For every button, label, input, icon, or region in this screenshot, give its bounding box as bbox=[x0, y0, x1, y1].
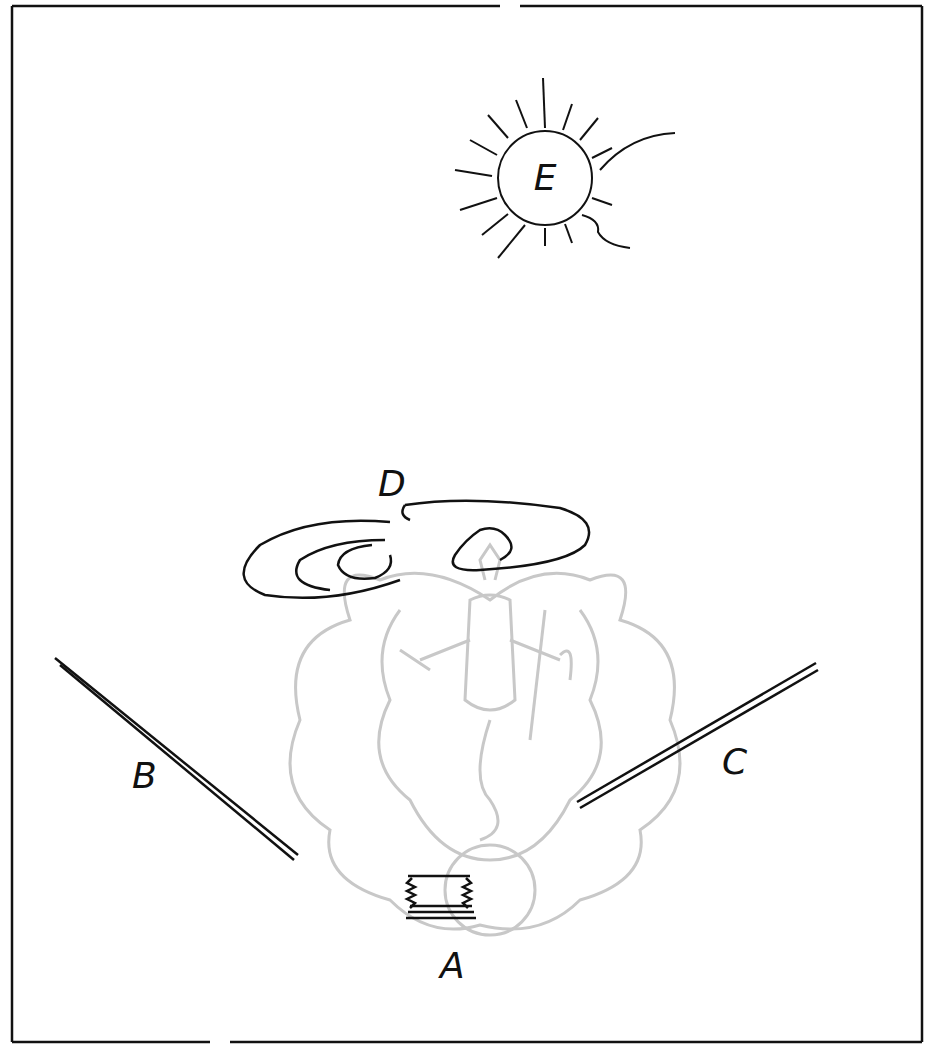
watermark-logo bbox=[290, 545, 680, 935]
frame bbox=[12, 6, 922, 1042]
part-letter: B bbox=[132, 758, 157, 794]
node-letter: E bbox=[534, 160, 557, 196]
part-letter: D bbox=[378, 466, 406, 502]
mirror-c bbox=[577, 663, 818, 808]
clouds bbox=[244, 501, 589, 598]
coil-object bbox=[406, 876, 476, 918]
part-letter: A bbox=[440, 948, 465, 984]
part-letter: C bbox=[722, 744, 747, 780]
sun-circle: E bbox=[497, 130, 593, 226]
sun-rays bbox=[455, 78, 675, 258]
mirror-b bbox=[55, 658, 298, 860]
